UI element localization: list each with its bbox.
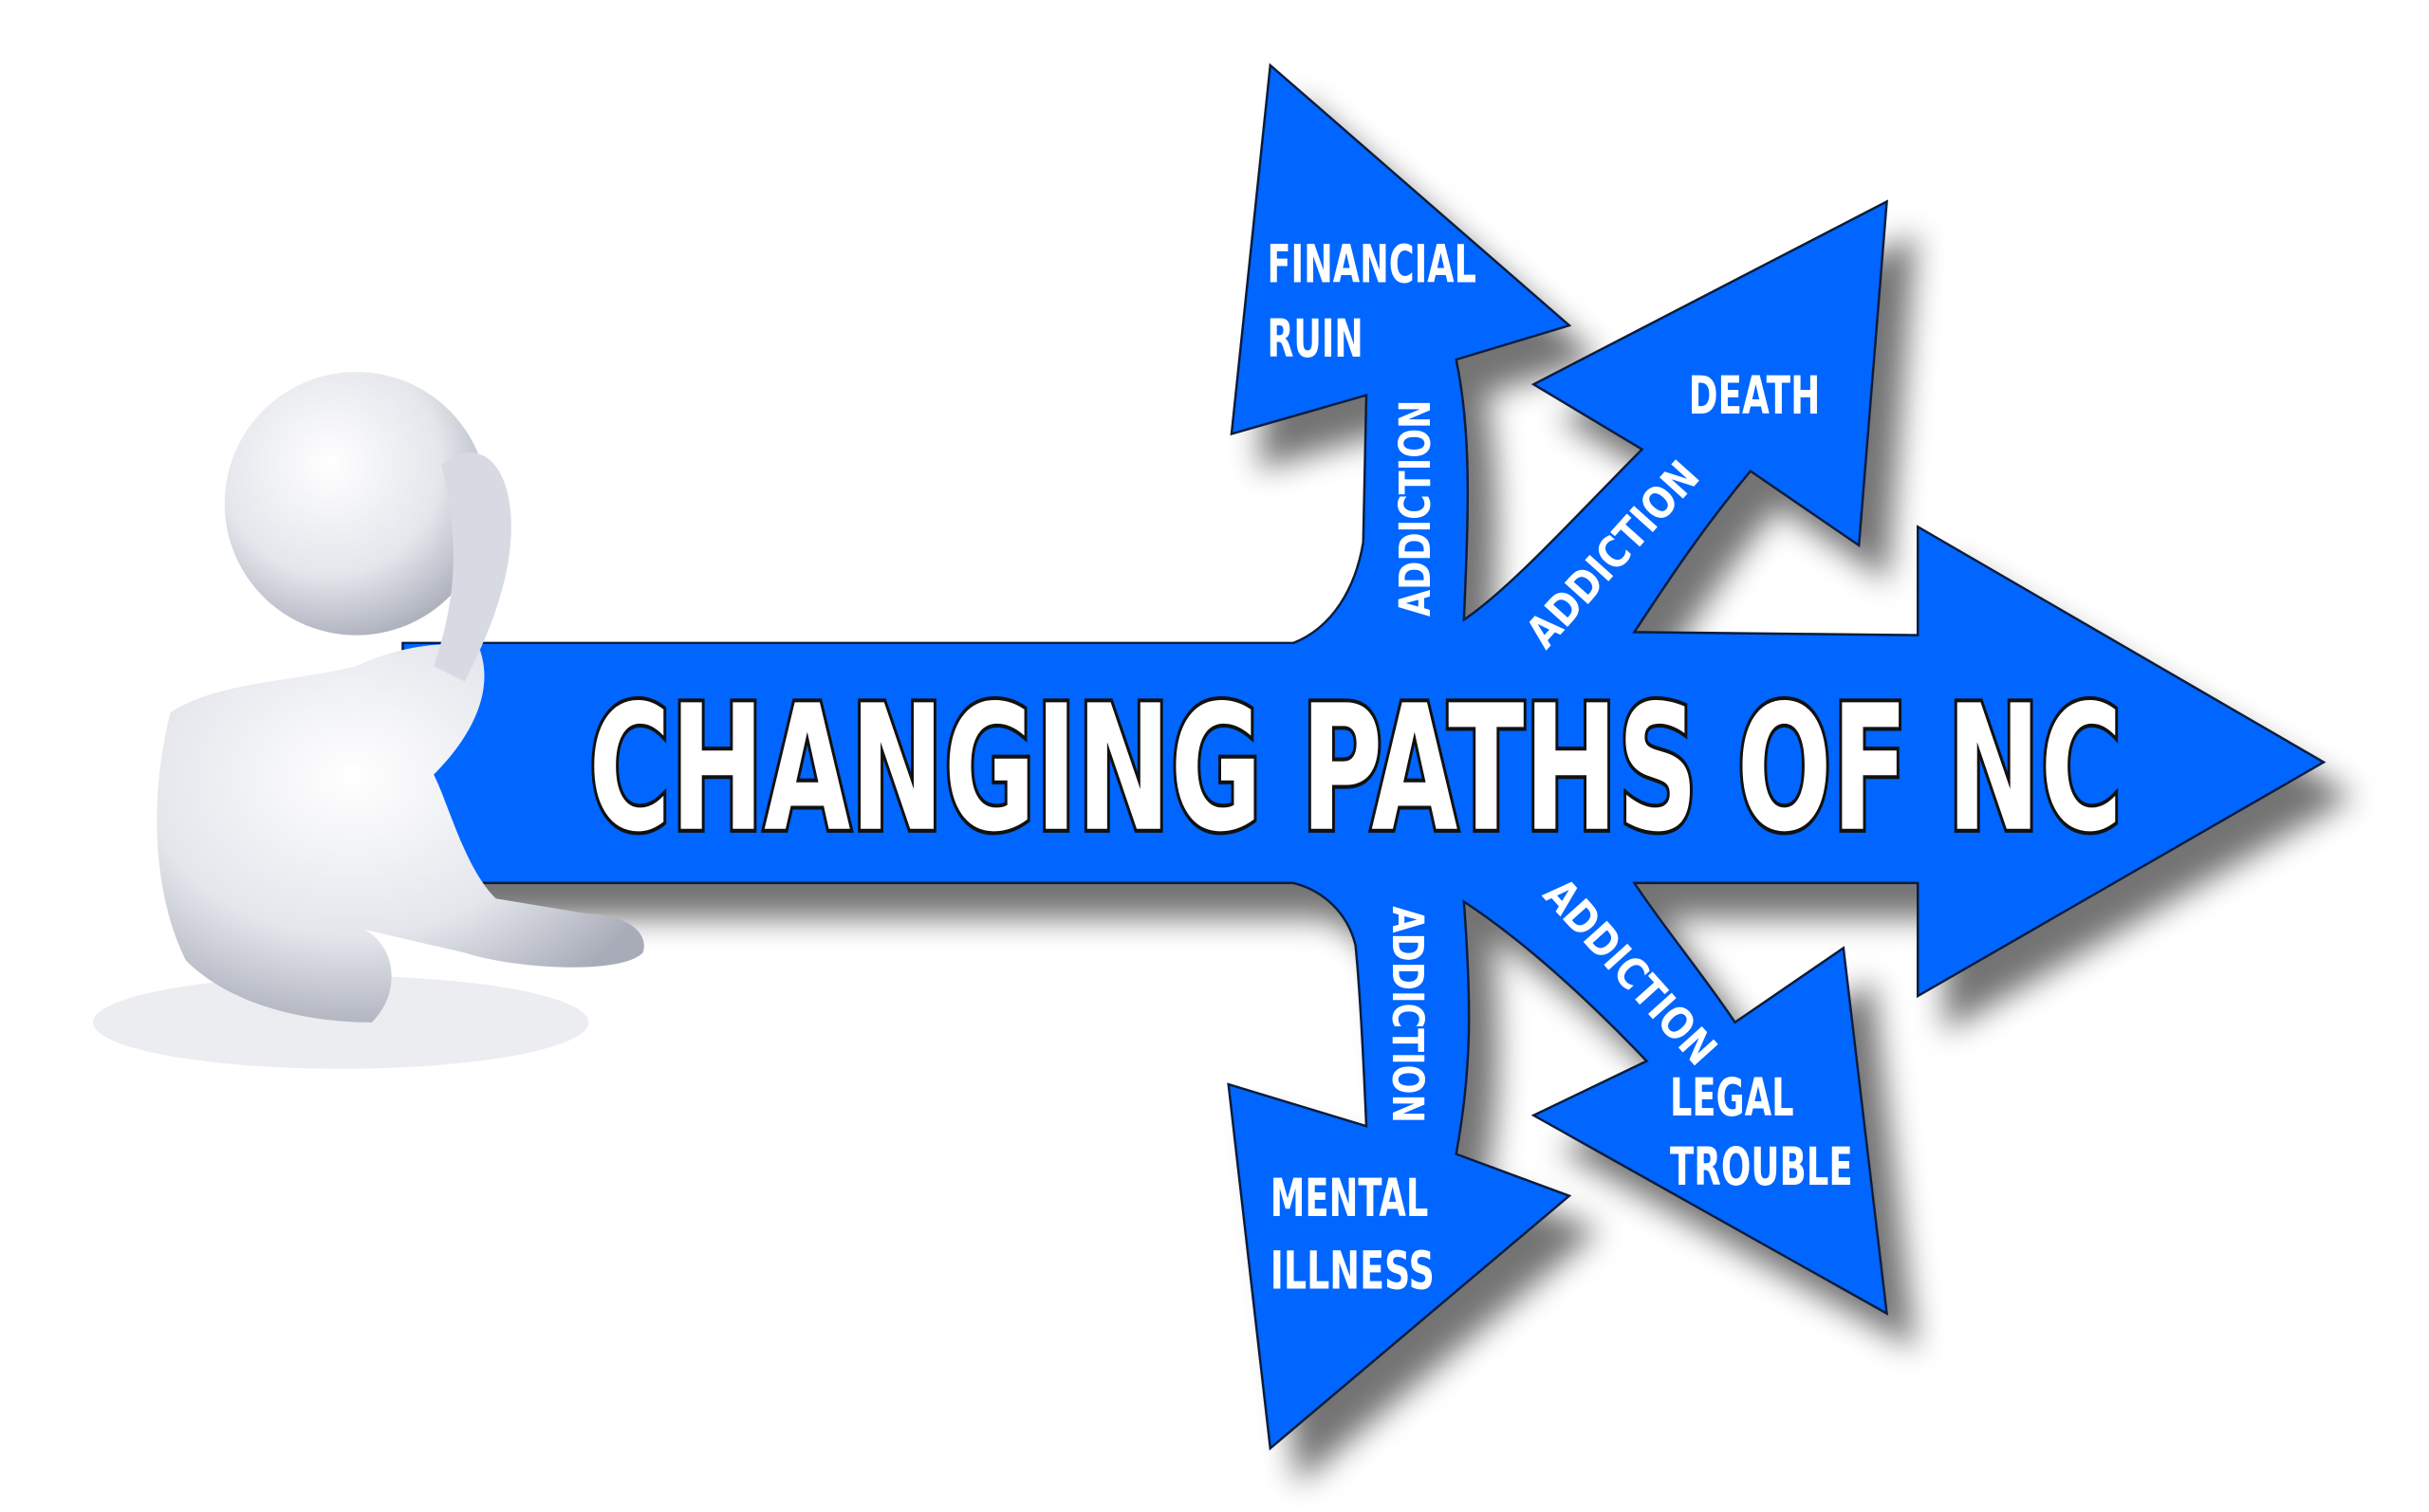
connector-label-financial: ADDICTION (1390, 399, 1440, 617)
label-legal: LEGAL (1670, 1067, 1794, 1129)
page-title: CHANGING PATHS OF NC (588, 669, 2122, 871)
arrow-group (401, 63, 2327, 1451)
sad-figure-icon (92, 372, 644, 1069)
label-mental: MENTAL (1270, 1168, 1429, 1229)
connector-label-mental: ADDICTION (1382, 906, 1433, 1123)
label-illness: ILLNESS (1270, 1241, 1435, 1302)
label-death: DEATH (1689, 365, 1821, 427)
label-trouble: TROUBLE (1670, 1136, 1853, 1198)
main-arrow (401, 63, 2327, 1451)
label-financial: FINANCIAL (1268, 233, 1476, 295)
label-ruin: RUIN (1268, 308, 1363, 370)
